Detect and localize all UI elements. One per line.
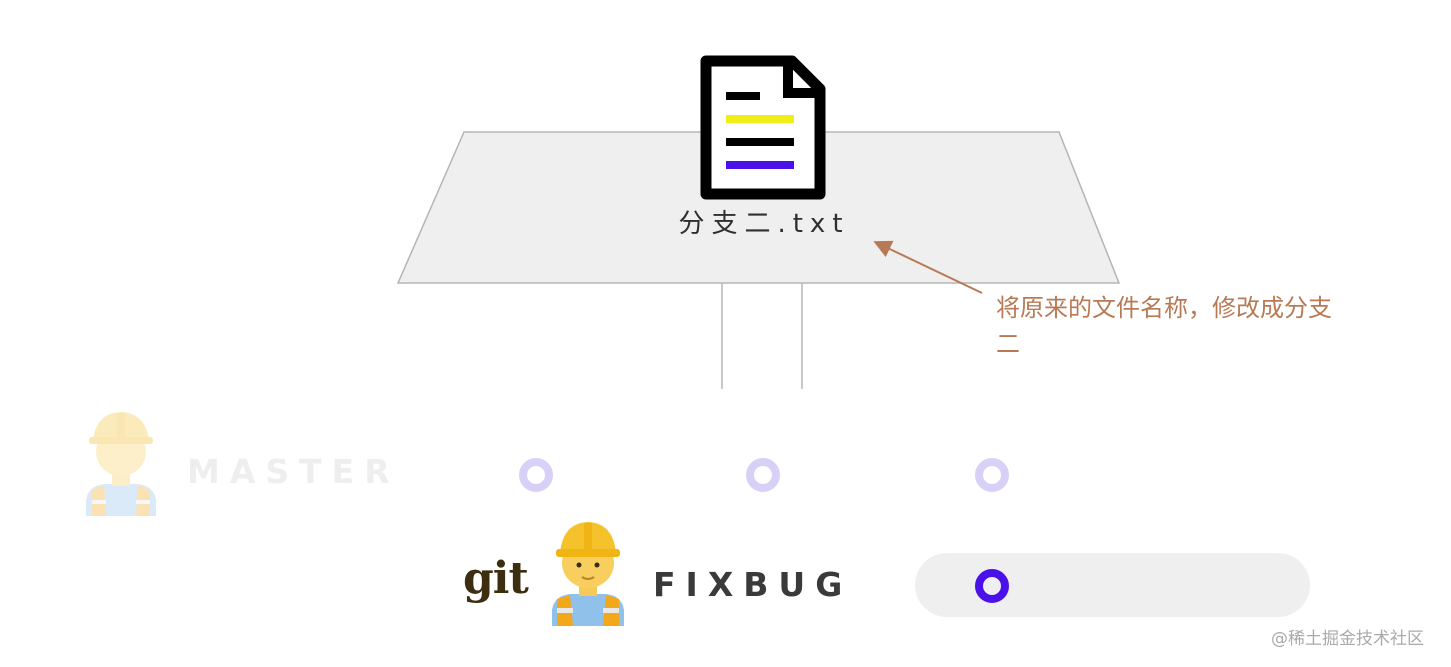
watermark: @稀土掘金技术社区 [1271, 629, 1424, 649]
master-commit[interactable] [746, 458, 780, 492]
fixbug-commit[interactable] [975, 569, 1009, 603]
fixbug-commit-track [915, 553, 1310, 617]
fixbug-avatar-icon [552, 522, 624, 626]
text-file-icon[interactable] [700, 55, 826, 200]
file-name-label: 分支二.txt [678, 209, 850, 239]
master-commit[interactable] [975, 458, 1009, 492]
master-avatar-icon [86, 412, 156, 516]
master-commit[interactable] [519, 458, 553, 492]
master-commits [519, 458, 1009, 492]
branch-label-master[interactable]: MASTER [187, 452, 400, 491]
git-logo: git [463, 553, 529, 604]
working-plane [396, 131, 1121, 284]
branch-label-fixbug[interactable]: FIXBUG [653, 565, 853, 604]
annotation-arrow [873, 240, 983, 294]
annotation-text: 将原来的文件名称，修改成分支二 [996, 294, 1332, 358]
